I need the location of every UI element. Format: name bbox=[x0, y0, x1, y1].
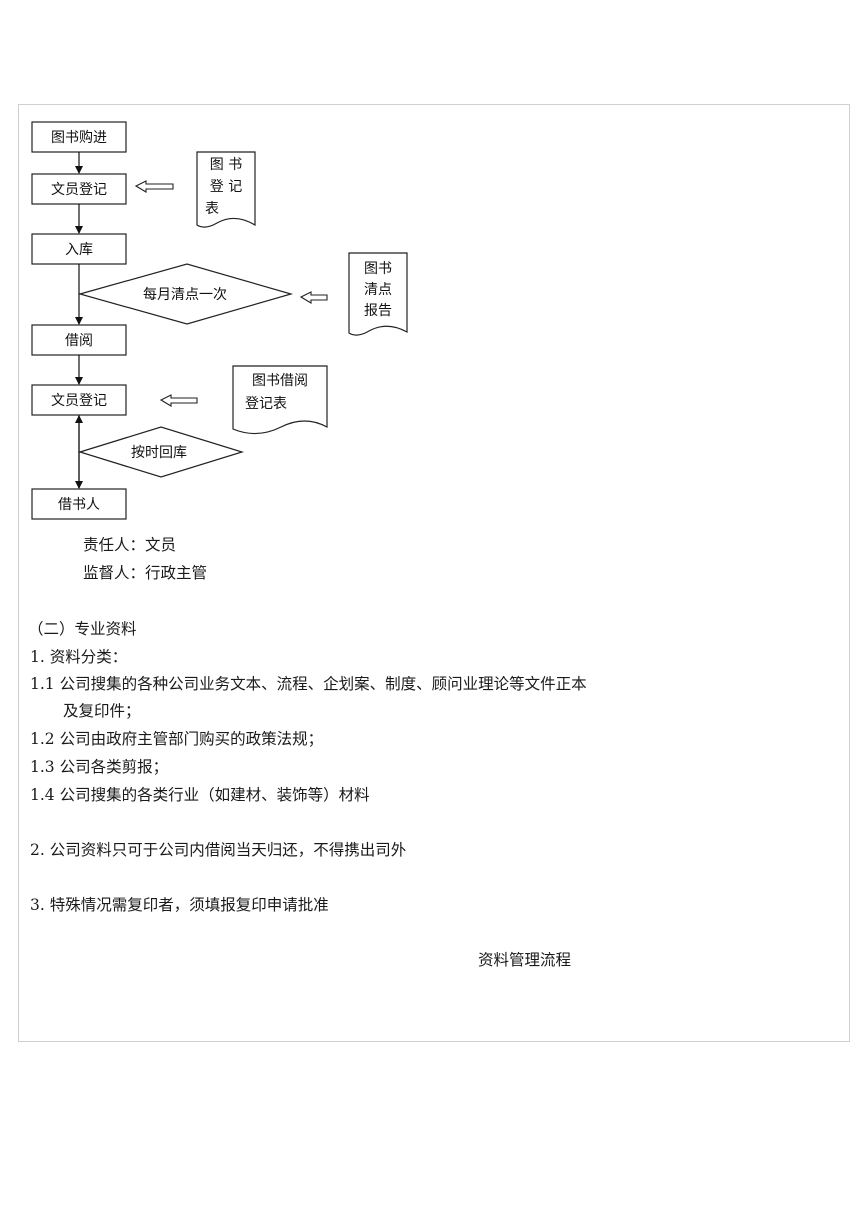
item-1-4: 1.4 公司搜集的各类行业（如建材、装饰等）材料 bbox=[30, 786, 370, 804]
box-clerk-register-1: 文员登记 bbox=[31, 173, 127, 205]
hollow-arrow-2 bbox=[299, 291, 328, 304]
item-1-2: 1.2 公司由政府主管部门购买的政策法规； bbox=[30, 730, 324, 748]
item-1-1-continued: 及复印件； bbox=[63, 702, 141, 720]
item-1-3: 1.3 公司各类剪报； bbox=[30, 758, 169, 776]
supervisor: 监督人：行政主管 bbox=[83, 564, 208, 582]
box-clerk-register-2: 文员登记 bbox=[31, 384, 127, 416]
doc1-line3: 表 bbox=[205, 201, 219, 217]
box-clerk-register-2-label: 文员登记 bbox=[51, 393, 107, 409]
box-borrow: 借阅 bbox=[31, 324, 127, 356]
diamond-return-on-time: 按时回库 bbox=[77, 426, 245, 478]
item-1-1: 1.1 公司搜集的各种公司业务文本、流程、企划案、制度、顾问业理论等文件正本 bbox=[30, 675, 587, 693]
doc2-line2: 清点 bbox=[364, 282, 392, 298]
section-heading: （二）专业资料 bbox=[28, 620, 137, 638]
box-borrow-label: 借阅 bbox=[65, 333, 93, 349]
box-warehousing: 入库 bbox=[31, 233, 127, 265]
box-warehousing-label: 入库 bbox=[65, 242, 93, 258]
item-1: 1. 资料分类： bbox=[30, 648, 128, 666]
document-book-register-form: 图 书 登 记 表 bbox=[196, 151, 256, 228]
doc3-line2: 登记表 bbox=[245, 396, 287, 412]
doc1-line2: 登 记 bbox=[210, 179, 242, 195]
doc3-line1: 图书借阅 bbox=[252, 373, 308, 389]
item-2: 2. 公司资料只可于公司内借阅当天归还，不得携出司外 bbox=[30, 841, 407, 859]
content-frame bbox=[18, 104, 850, 1042]
doc2-line1: 图书 bbox=[364, 261, 392, 277]
hollow-arrow-3 bbox=[159, 394, 198, 407]
document-book-inventory-report: 图书 清点 报告 bbox=[348, 252, 408, 336]
book-management-flowchart: 图书购进 文员登记 入库 每月清点一次 借阅 文员登记 按时回库 借书人 bbox=[25, 117, 411, 520]
item-3: 3. 特殊情况需复印者，须填报复印申请批准 bbox=[30, 896, 329, 914]
doc2-line3: 报告 bbox=[364, 303, 392, 319]
doc1-line1: 图 书 bbox=[210, 157, 242, 173]
hollow-arrow-1 bbox=[134, 180, 174, 193]
box-book-purchase: 图书购进 bbox=[31, 121, 127, 153]
box-borrower-label: 借书人 bbox=[58, 497, 100, 513]
diamond-monthly-check: 每月清点一次 bbox=[77, 263, 294, 325]
box-clerk-register-1-label: 文员登记 bbox=[51, 182, 107, 198]
responsible-person: 责任人：文员 bbox=[83, 536, 177, 554]
diamond-monthly-check-label: 每月清点一次 bbox=[143, 287, 227, 303]
footer-title: 资料管理流程 bbox=[478, 951, 572, 969]
box-book-purchase-label: 图书购进 bbox=[51, 130, 107, 146]
box-borrower: 借书人 bbox=[31, 488, 127, 520]
document-book-borrow-register-form: 图书借阅 登记表 bbox=[232, 365, 328, 435]
diamond-return-on-time-label: 按时回库 bbox=[131, 445, 187, 461]
